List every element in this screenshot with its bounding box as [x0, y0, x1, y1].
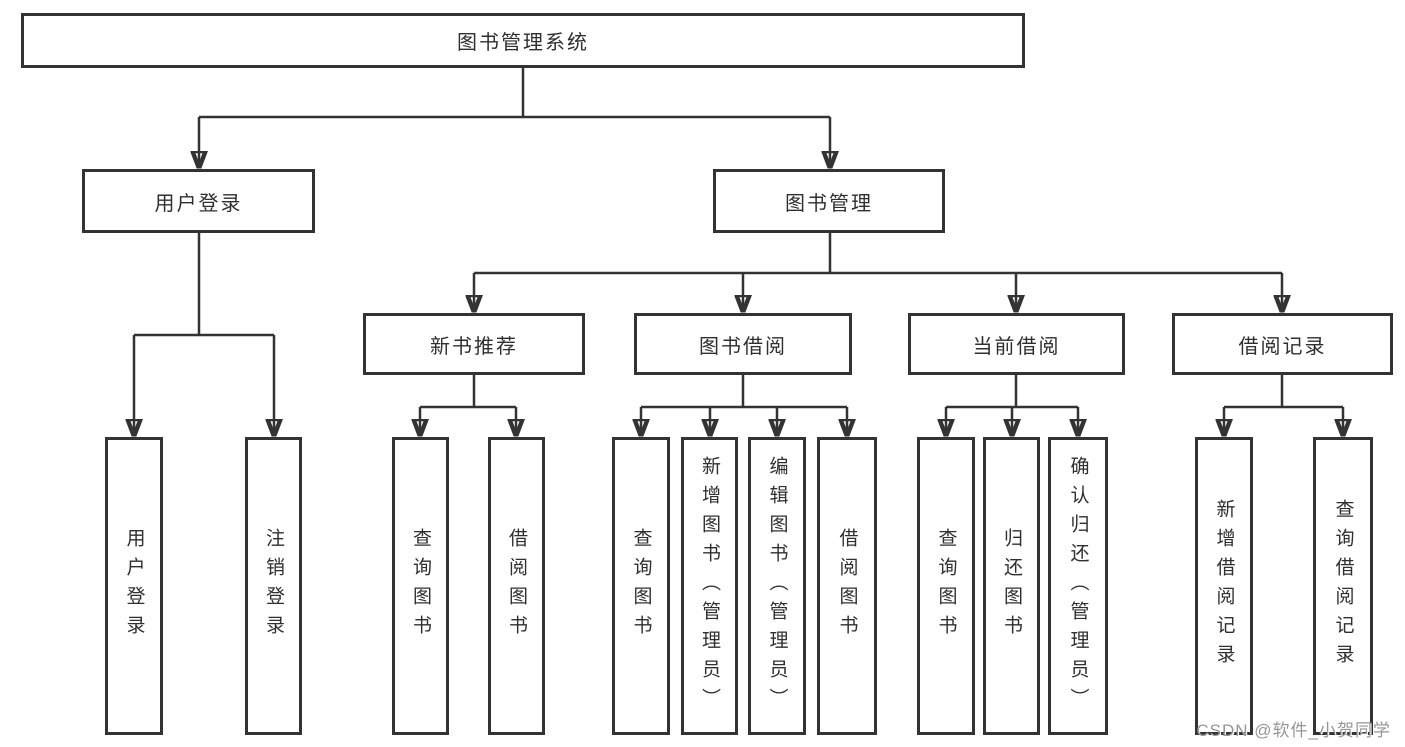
- leaf-confirm-return-admin: 确认归还（管理员）: [1048, 437, 1108, 735]
- node-new-book-recommend: 新书推荐: [363, 313, 585, 375]
- leaf-return-book: 归还图书: [983, 437, 1040, 735]
- csdn-watermark: CSDN @软件_小贺同学: [1196, 721, 1391, 740]
- connector-new-book-recommend-children: [420, 375, 516, 433]
- leaf-query-borrow-record: 查询借阅记录: [1313, 437, 1373, 735]
- leaf-query-books-current: 查询图书: [917, 437, 975, 735]
- connector-user-login-children: [134, 233, 274, 433]
- node-library-management-system: 图书管理系统: [21, 13, 1025, 68]
- connector-root-to-level2: [199, 68, 830, 165]
- node-current-borrow: 当前借阅: [908, 313, 1125, 375]
- node-book-management: 图书管理: [713, 169, 945, 233]
- leaf-query-books-borrow: 查询图书: [612, 437, 670, 735]
- connector-borrow-records-children: [1224, 375, 1343, 433]
- connector-current-borrow-children: [946, 375, 1078, 433]
- leaf-user-login: 用户登录: [105, 437, 163, 735]
- leaf-edit-book-admin: 编辑图书（管理员）: [748, 437, 806, 735]
- leaf-query-books-recommend: 查询图书: [392, 437, 449, 735]
- leaf-add-borrow-record: 新增借阅记录: [1195, 437, 1253, 735]
- leaf-borrow-books-recommend: 借阅图书: [488, 437, 545, 735]
- connector-book-borrow-children: [641, 375, 847, 433]
- leaf-borrow-books-borrow: 借阅图书: [817, 437, 877, 735]
- connector-book-management-children: [474, 233, 1282, 309]
- leaf-add-book-admin: 新增图书（管理员）: [681, 437, 738, 735]
- node-book-borrow: 图书借阅: [634, 313, 852, 375]
- node-user-login: 用户登录: [82, 169, 315, 233]
- leaf-logout: 注销登录: [245, 437, 302, 735]
- node-borrow-records: 借阅记录: [1172, 313, 1393, 375]
